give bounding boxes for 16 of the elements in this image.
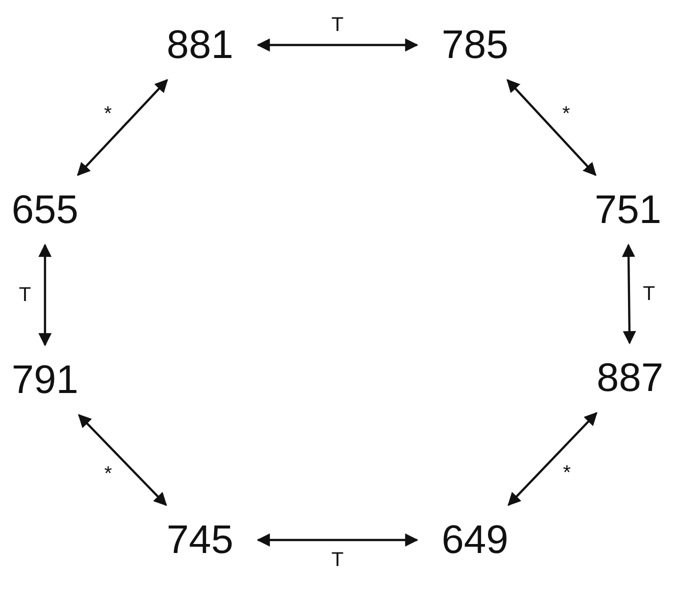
- node-number: 791: [12, 360, 78, 400]
- double-arrow: [508, 412, 598, 506]
- node-number: 881: [166, 25, 234, 65]
- double-arrow: [76, 79, 168, 176]
- double-arrow: [38, 244, 52, 346]
- double-arrow: [622, 244, 636, 344]
- double-arrow: [256, 38, 418, 52]
- double-arrow: [256, 533, 418, 547]
- node-number: 655: [12, 190, 78, 230]
- node-number: 785: [442, 25, 508, 65]
- node-number: 745: [166, 520, 234, 560]
- node-number: 649: [442, 520, 508, 560]
- double-arrow: [506, 79, 596, 176]
- node-number: 887: [596, 358, 664, 398]
- node-number: 751: [594, 190, 662, 230]
- double-arrow: [78, 414, 167, 506]
